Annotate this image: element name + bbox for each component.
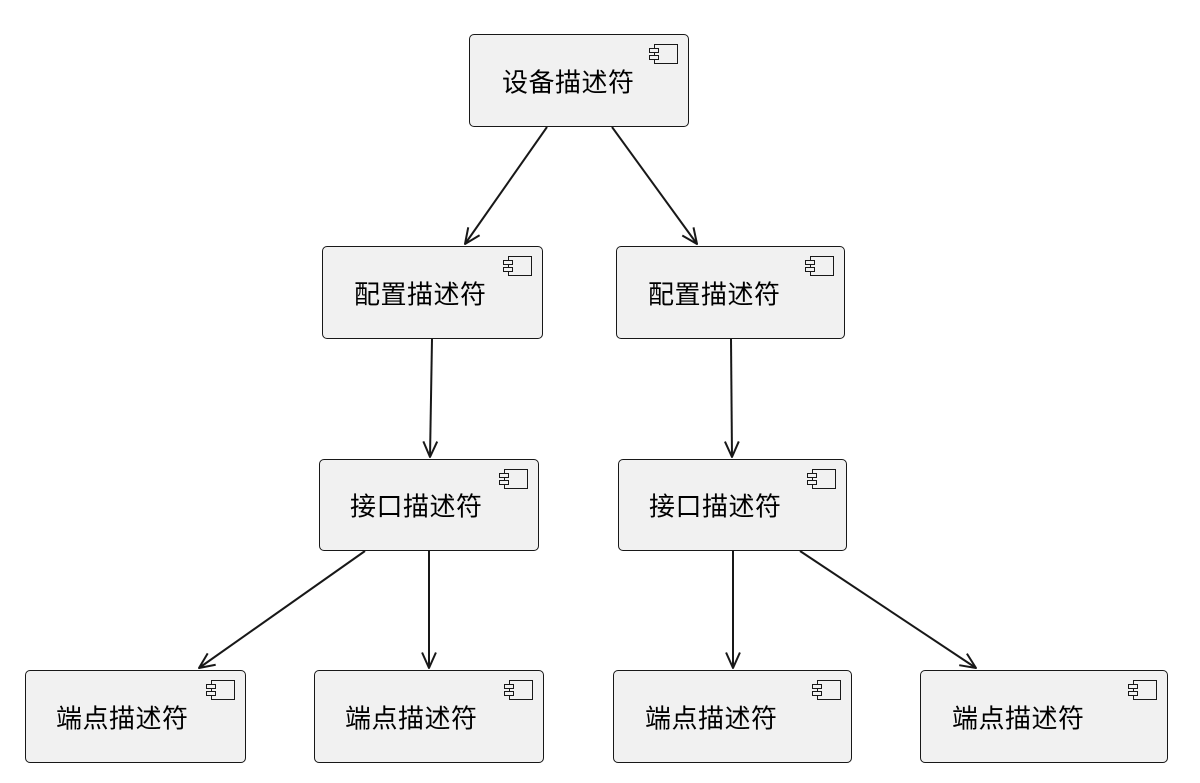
component-icon bbox=[807, 469, 837, 489]
config-descriptor-node-1: 配置描述符 bbox=[322, 246, 543, 339]
arrowhead-endpoint4 bbox=[959, 653, 977, 669]
arrowhead-interface1 bbox=[422, 440, 439, 458]
edge-config1-interface1 bbox=[429, 338, 433, 458]
node-label: 端点描述符 bbox=[345, 704, 478, 734]
device-descriptor-node: 设备描述符 bbox=[469, 34, 689, 127]
arrowhead-config1 bbox=[464, 227, 481, 245]
node-label: 配置描述符 bbox=[648, 280, 781, 310]
edge-interface2-endpoint4 bbox=[799, 550, 977, 669]
endpoint-descriptor-node-1: 端点描述符 bbox=[25, 670, 246, 763]
arrowhead-endpoint1 bbox=[198, 652, 216, 669]
arrowhead-endpoint2 bbox=[421, 652, 437, 669]
component-icon bbox=[1128, 680, 1158, 700]
node-label: 接口描述符 bbox=[649, 492, 782, 523]
edge-device-config1 bbox=[464, 126, 548, 245]
config-descriptor-node-2: 配置描述符 bbox=[616, 246, 845, 339]
component-icon bbox=[206, 680, 236, 700]
endpoint-descriptor-node-2: 端点描述符 bbox=[314, 670, 544, 763]
component-icon bbox=[503, 256, 533, 276]
edge-config2-interface2 bbox=[730, 338, 733, 458]
node-label: 端点描述符 bbox=[645, 704, 778, 734]
node-label: 接口描述符 bbox=[350, 492, 483, 523]
arrowhead-config2 bbox=[681, 227, 698, 245]
component-icon bbox=[649, 44, 679, 64]
node-label: 端点描述符 bbox=[56, 704, 189, 734]
node-label: 端点描述符 bbox=[952, 704, 1085, 734]
node-label: 设备描述符 bbox=[502, 68, 635, 98]
edge-device-config2 bbox=[611, 126, 698, 245]
component-icon bbox=[812, 680, 842, 700]
component-icon bbox=[504, 680, 534, 700]
node-label: 配置描述符 bbox=[354, 280, 487, 310]
interface-descriptor-node-2: 接口描述符 bbox=[618, 459, 847, 551]
edge-interface1-endpoint1 bbox=[198, 550, 366, 669]
arrowhead-interface2 bbox=[724, 441, 740, 458]
endpoint-descriptor-node-4: 端点描述符 bbox=[920, 670, 1168, 763]
component-icon bbox=[499, 469, 529, 489]
interface-descriptor-node-1: 接口描述符 bbox=[319, 459, 539, 551]
component-icon bbox=[805, 256, 835, 276]
arrowhead-endpoint3 bbox=[725, 652, 741, 669]
endpoint-descriptor-node-3: 端点描述符 bbox=[613, 670, 852, 763]
